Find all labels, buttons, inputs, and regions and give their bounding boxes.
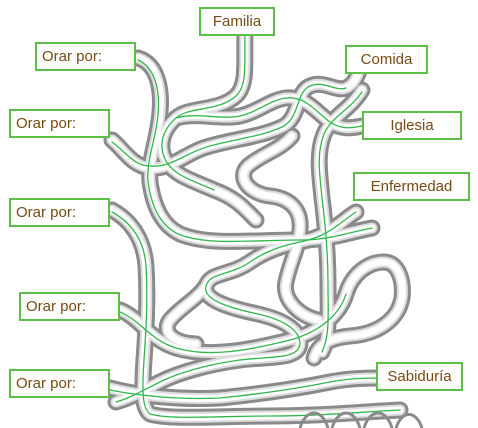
topic-sabiduria-label: Sabiduría: [376, 362, 463, 391]
orar-por-label-5: Orar por:: [9, 369, 110, 398]
orar-por-label-1: Orar por:: [35, 42, 136, 71]
topic-comida-label: Comida: [345, 45, 428, 74]
topic-enfermedad-label: Enfermedad: [353, 172, 470, 201]
topic-familia-label: Familia: [199, 7, 275, 36]
bottom-wavy-decoration: [298, 411, 424, 428]
topic-iglesia-label: Iglesia: [362, 111, 462, 140]
orar-por-label-4: Orar por:: [19, 292, 120, 321]
orar-por-label-2: Orar por:: [9, 109, 110, 138]
orar-por-label-3: Orar por:: [9, 198, 110, 227]
maze-roads: [110, 35, 402, 417]
